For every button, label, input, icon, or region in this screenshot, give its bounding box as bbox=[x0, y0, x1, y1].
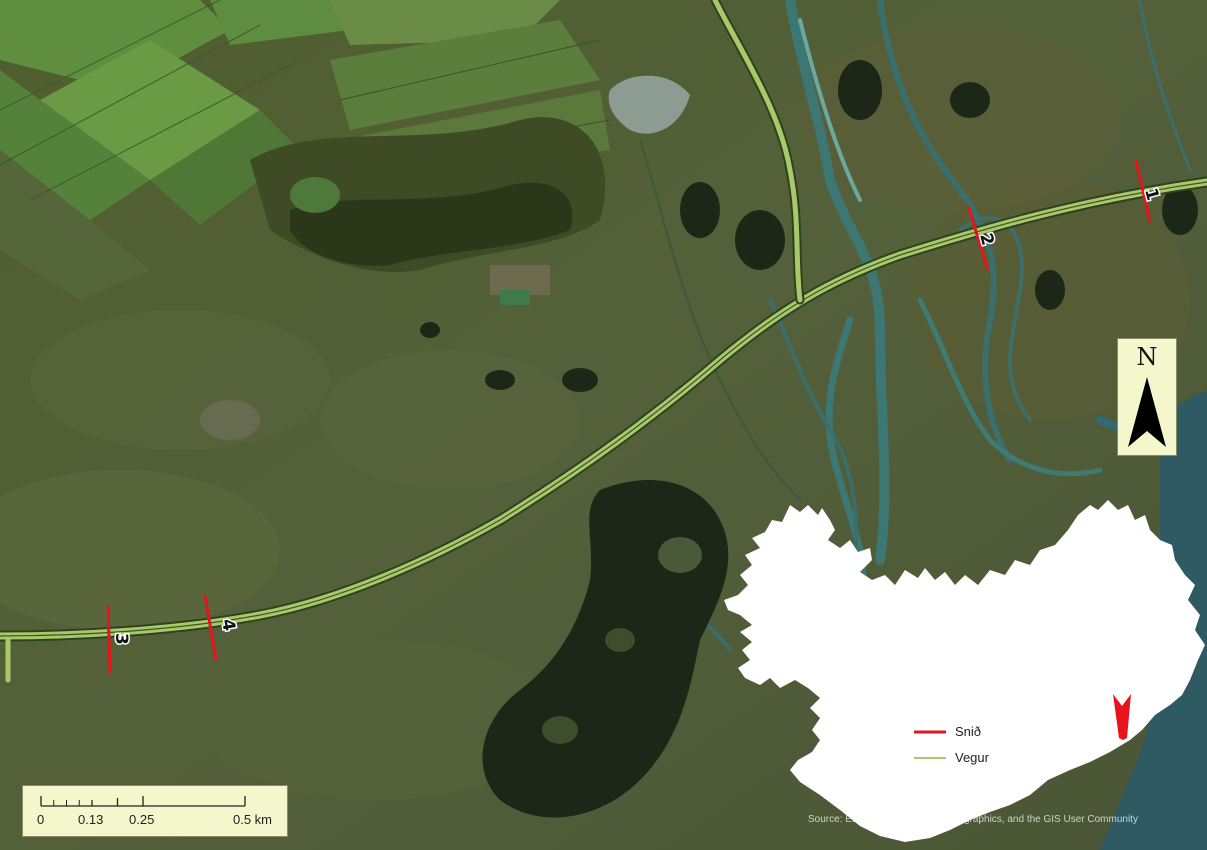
section-marker-3[interactable]: 3 bbox=[106, 605, 133, 674]
coastline-water bbox=[1100, 390, 1207, 850]
north-letter: N bbox=[1136, 343, 1158, 371]
north-arrow-icon bbox=[1128, 377, 1166, 447]
section-marker-1[interactable]: 1 bbox=[1134, 159, 1164, 223]
scale-label-0: 0 bbox=[37, 812, 45, 827]
scale-bar bbox=[40, 796, 246, 807]
section-label-4: 4 bbox=[217, 617, 239, 632]
scale-label-013: 0.13 bbox=[78, 812, 104, 827]
scale-label-025: 0.25 bbox=[129, 812, 155, 827]
section-label-3: 3 bbox=[111, 633, 131, 645]
wetland-area bbox=[420, 60, 1198, 818]
scale-bar-panel: 0 0.13 0.25 0.5 km bbox=[22, 785, 288, 837]
iceland-outline bbox=[724, 500, 1205, 842]
sand-patch bbox=[608, 75, 690, 134]
legend-label-snid: Snið bbox=[955, 724, 982, 739]
legend-label-vegur: Vegur bbox=[955, 750, 989, 765]
map-attribution: Source: Esri, Vantor, Earthstar Geograph… bbox=[808, 814, 1138, 825]
scale-label-05-km: 0.5 km bbox=[233, 812, 273, 827]
road-route-1 bbox=[0, 0, 1207, 683]
section-marker-4[interactable]: 4 bbox=[203, 594, 240, 661]
north-arrow-panel: N bbox=[1117, 338, 1177, 456]
hillside bbox=[250, 117, 606, 305]
section-label-1: 1 bbox=[1140, 186, 1162, 203]
